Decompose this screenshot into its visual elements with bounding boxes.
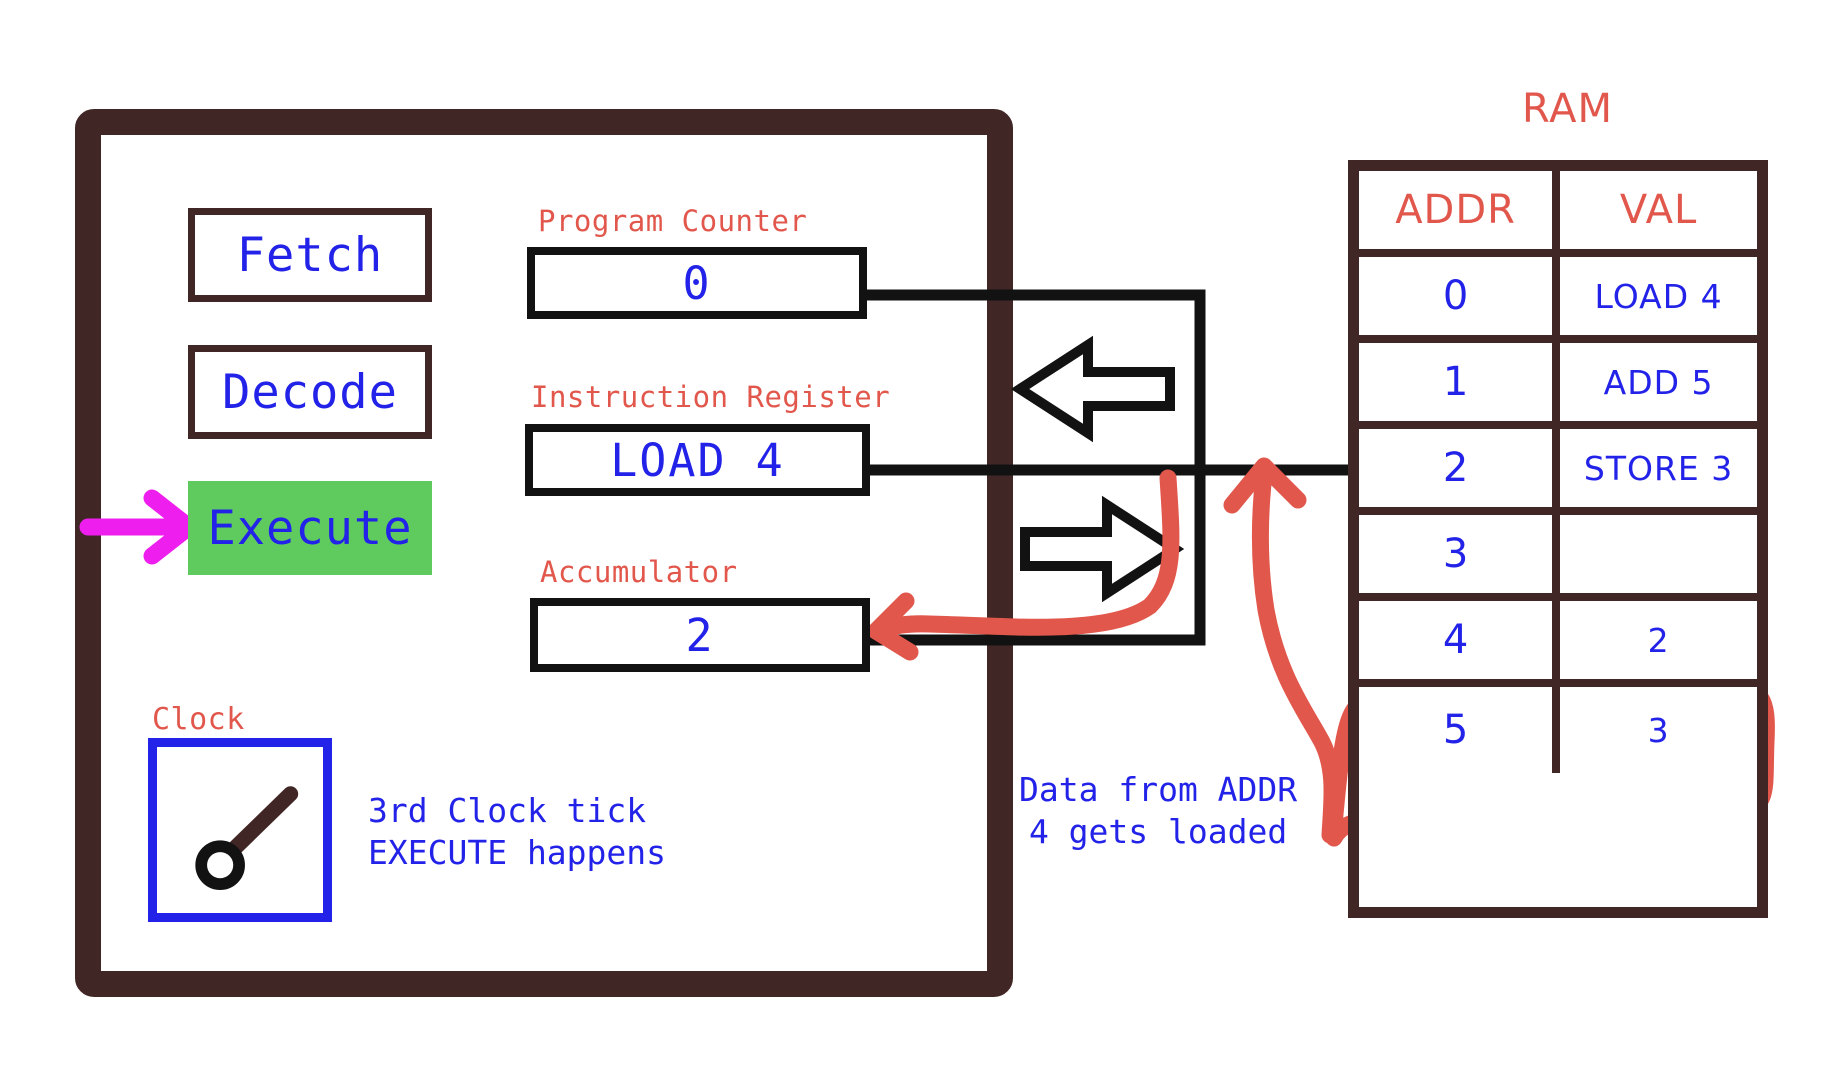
ram-val-value: ADD 5 — [1603, 362, 1714, 402]
table-row[interactable]: 5 3 — [1359, 687, 1757, 773]
table-row[interactable]: 1 ADD 5 — [1359, 343, 1757, 429]
ram-val-value: STORE 3 — [1583, 448, 1734, 488]
ram-cell-addr: 4 — [1359, 601, 1561, 687]
ram-cell-val — [1560, 515, 1757, 601]
ram-addr-value: 5 — [1442, 707, 1469, 753]
clock-pivot-icon — [195, 840, 245, 890]
ram-cell-addr: 2 — [1359, 429, 1561, 515]
ram-cell-addr: 0 — [1359, 257, 1561, 343]
register-label-instruction-register: Instruction Register — [531, 380, 891, 414]
register-label-program-counter: Program Counter — [538, 204, 808, 238]
ram-header-addr-label: ADDR — [1395, 187, 1516, 233]
register-value-accumulator: 2 — [685, 608, 715, 662]
hollow-arrow-right-glyph — [1020, 495, 1185, 603]
ram-cell-addr: 3 — [1359, 515, 1561, 601]
cpu-frame — [75, 109, 1013, 997]
ram-cell-val: STORE 3 — [1560, 429, 1757, 515]
bus-annotation: Data from ADDR 4 gets loaded — [1019, 770, 1298, 852]
ram-val-value: LOAD 4 — [1594, 276, 1723, 316]
stage-box-decode[interactable]: Decode — [188, 345, 432, 439]
stage-label-decode: Decode — [222, 364, 398, 420]
register-box-accumulator[interactable]: 2 — [530, 598, 870, 672]
ram-cell-val: ADD 5 — [1560, 343, 1757, 429]
ram-header-val-label: VAL — [1619, 187, 1698, 233]
stage-box-execute[interactable]: Execute — [188, 481, 432, 575]
ram-title: RAM — [1522, 86, 1614, 132]
clock-box[interactable] — [148, 738, 332, 922]
ram-addr-value: 2 — [1442, 445, 1469, 491]
clock-label: Clock — [152, 702, 245, 737]
ram-val-value: 3 — [1647, 710, 1670, 750]
register-value-instruction-register: LOAD 4 — [610, 433, 785, 487]
register-box-program-counter[interactable]: 0 — [527, 247, 867, 319]
ram-header-row: ADDR VAL — [1359, 171, 1757, 257]
hollow-arrow-left-glyph — [1010, 335, 1175, 443]
table-row[interactable]: 0 LOAD 4 — [1359, 257, 1757, 343]
ram-cell-val: 2 — [1560, 601, 1757, 687]
ram-header-addr: ADDR — [1359, 171, 1561, 257]
ram-cell-val: 3 — [1560, 687, 1757, 773]
ram-val-value: 2 — [1647, 620, 1670, 660]
clock-face — [195, 786, 299, 890]
ram-table: ADDR VAL 0 LOAD 4 1 ADD 5 2 STORE 3 — [1348, 160, 1768, 918]
register-value-program-counter: 0 — [682, 256, 712, 310]
ram-addr-value: 3 — [1442, 531, 1469, 577]
clock-note: 3rd Clock tick EXECUTE happens — [368, 791, 667, 873]
ram-cell-val: LOAD 4 — [1560, 257, 1757, 343]
stage-box-fetch[interactable]: Fetch — [188, 208, 432, 302]
table-row[interactable]: 3 — [1359, 515, 1757, 601]
ram-addr-value: 4 — [1442, 617, 1469, 663]
ram-cell-addr: 5 — [1359, 687, 1561, 773]
register-box-instruction-register[interactable]: LOAD 4 — [525, 424, 870, 496]
red-loaded-into-accumulator-arrow — [867, 469, 1180, 661]
stage-label-execute: Execute — [207, 500, 413, 556]
register-label-accumulator: Accumulator — [540, 555, 738, 589]
ram-header-val: VAL — [1560, 171, 1757, 257]
ram-addr-value: 0 — [1442, 273, 1469, 319]
table-row[interactable]: 2 STORE 3 — [1359, 429, 1757, 515]
table-row[interactable]: 4 2 — [1359, 601, 1757, 687]
ram-cell-addr: 1 — [1359, 343, 1561, 429]
stage-label-fetch: Fetch — [236, 227, 384, 283]
magenta-arrow-right-icon — [79, 489, 198, 565]
ram-addr-value: 1 — [1442, 359, 1469, 405]
